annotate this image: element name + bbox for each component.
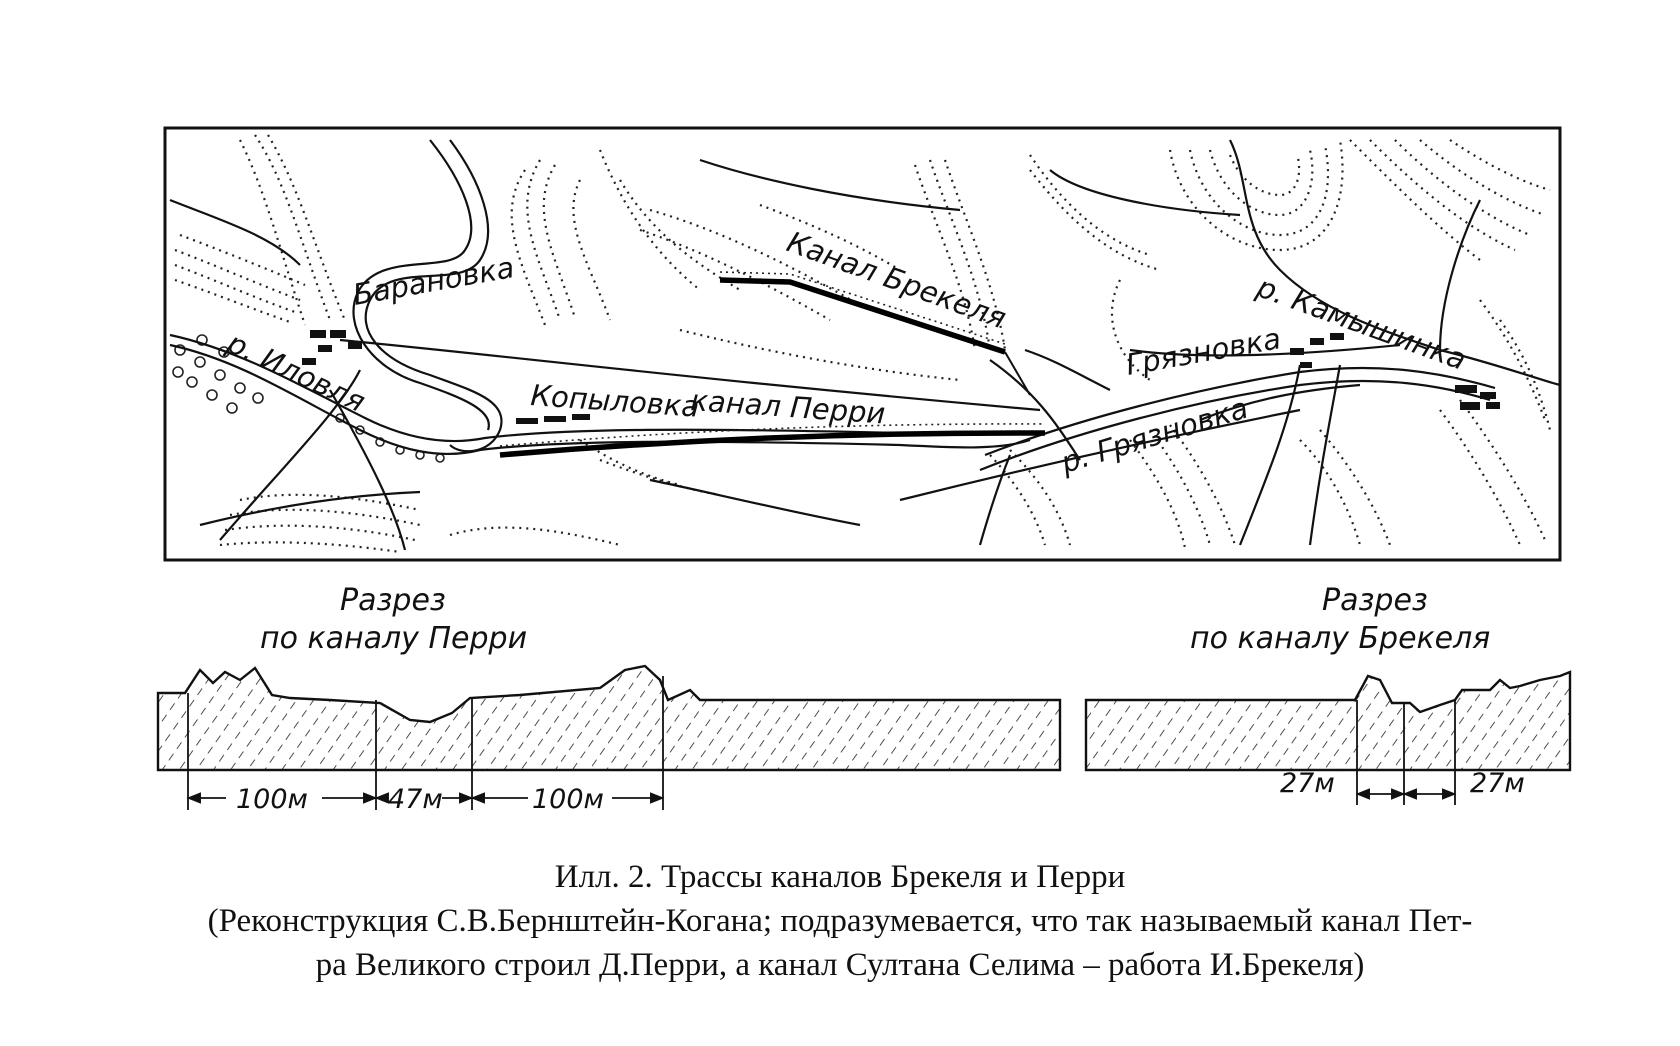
label-r-kamyshinka: р. Камышинка <box>1252 269 1471 376</box>
label-gryaznovka-village: Грязновка <box>1123 321 1283 382</box>
section-perry-verticals <box>187 676 664 810</box>
caption-line-1: Илл. 2. Трассы каналов Брекеля и Перри <box>554 859 1126 895</box>
dim-brekel-2: 27м <box>1470 768 1525 799</box>
canals <box>499 271 1046 458</box>
label-canal-perry: канал Перри <box>690 383 887 431</box>
section-brekel-profile <box>1084 670 1572 772</box>
dim-brekel-1: 27м <box>1280 768 1335 799</box>
caption-line-3: ра Великого строил Д.Перри, а канал Султ… <box>315 947 1365 983</box>
section-brekel: Разрез по каналу Брекеля 27м 27м <box>1084 583 1572 805</box>
figure-caption: Илл. 2. Трассы каналов Брекеля и Перри (… <box>40 855 1640 987</box>
section-perry-profile <box>156 664 1062 772</box>
canal-brekel-line <box>719 277 1006 355</box>
section-brekel-title-line1: Разрез <box>1322 583 1428 618</box>
label-r-gryaznovka: р. Грязновка <box>1056 391 1252 480</box>
label-baranovka: Барановка <box>350 250 516 312</box>
rivers-roads <box>169 139 1561 551</box>
section-perry-title-line1: Разрез <box>340 583 446 618</box>
sand-dots <box>172 334 445 463</box>
canal-perry-line <box>499 430 1046 458</box>
dim-perry-1: 100м <box>236 784 308 815</box>
map-panel: Барановка р. Иловля Копыловка канал Перр… <box>163 126 1562 562</box>
section-brekel-verticals <box>1356 700 1456 805</box>
relief-hachures <box>174 134 1552 554</box>
map-frame <box>163 126 1562 562</box>
section-perry: Разрез по каналу Перри 100м 47м 100м <box>156 583 1062 815</box>
caption-line-2: (Реконструкция С.В.Бернштейн-Когана; под… <box>207 903 1473 939</box>
label-r-ilovlya: р. Иловля <box>221 325 370 419</box>
section-perry-title-line2: по каналу Перри <box>260 621 527 656</box>
section-brekel-title-line2: по каналу Брекеля <box>1190 621 1490 656</box>
dim-perry-2: 47м <box>388 784 443 815</box>
dim-perry-3: 100м <box>532 784 604 815</box>
settlements <box>302 330 1500 424</box>
